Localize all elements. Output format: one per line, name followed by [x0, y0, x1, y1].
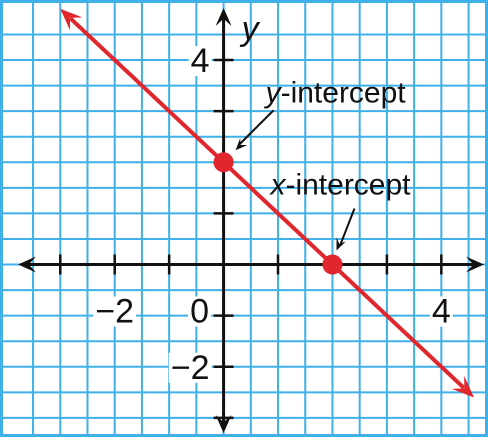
y-tick-label: −2	[171, 349, 210, 387]
x-axis-arrow-right	[466, 256, 484, 273]
intercept-label-rest: -intercept	[285, 169, 411, 202]
line-arrow-end	[451, 375, 474, 398]
intercept-label-rest: -intercept	[281, 76, 407, 109]
axes	[18, 8, 484, 433]
intercept-label: y-intercept	[264, 76, 407, 109]
x-tick-label: −2	[95, 293, 134, 331]
intercept-label: x-intercept	[268, 169, 411, 202]
pointer-arrowhead	[336, 237, 346, 251]
y-tick-label: 4	[191, 42, 210, 80]
y-axis-arrow-up	[215, 8, 232, 26]
x-tick-label-backing	[429, 296, 453, 327]
intercept-label-var: x	[268, 169, 286, 202]
x-tick-label-origin-backing	[188, 296, 212, 327]
series-line	[60, 8, 474, 398]
x-tick-label: 4	[432, 293, 451, 331]
intercept-label-var: y	[264, 76, 283, 109]
pointer-arrowhead	[235, 138, 248, 151]
y-tick-label-backing	[168, 352, 212, 383]
y-axis-arrow-down	[215, 415, 232, 433]
intercept-point	[213, 152, 234, 173]
x-tick-label-origin: 0	[190, 293, 209, 331]
line-arrow-start	[60, 8, 83, 31]
pointer-line	[238, 109, 275, 145]
tick-labels: −2 0 4 4 −2 y	[93, 10, 453, 387]
line-path	[69, 17, 466, 390]
intercept-point	[322, 254, 343, 275]
x-axis-arrow-left	[18, 256, 36, 273]
x-tick-label-backing	[93, 296, 137, 327]
pointer-line	[339, 208, 356, 245]
y-tick-label-backing	[188, 46, 212, 77]
y-axis-label: y	[240, 10, 261, 48]
